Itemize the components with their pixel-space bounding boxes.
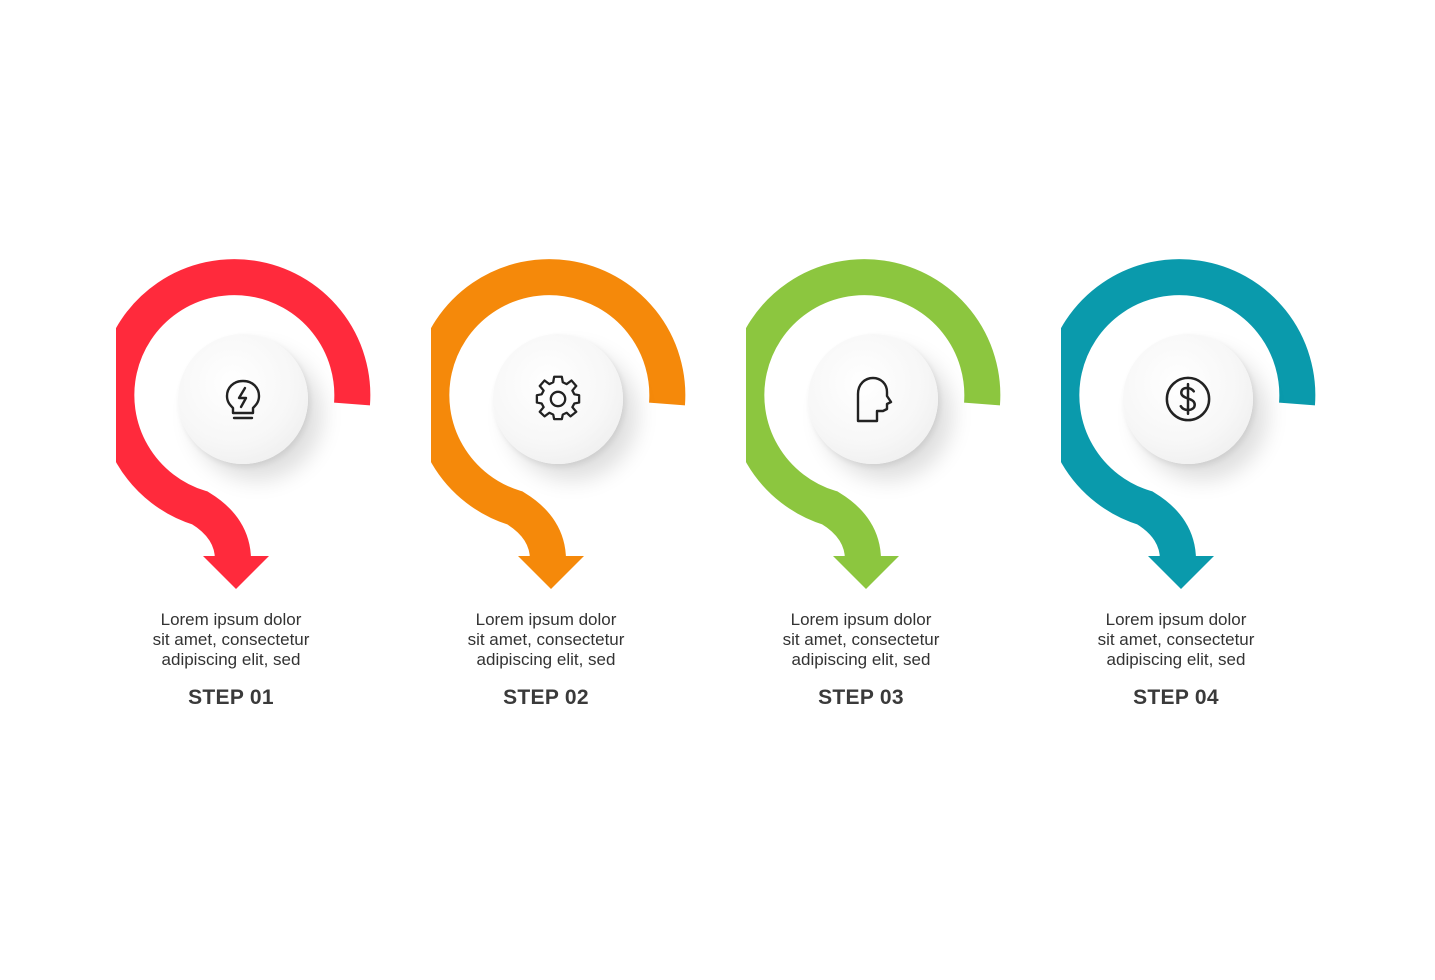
step-icon-disc	[1123, 334, 1253, 464]
curved-arrow	[431, 259, 686, 589]
step-icon-disc	[808, 334, 938, 464]
step-label: STEP 01	[188, 686, 274, 709]
step-2: Lorem ipsum dolor sit amet, consectetur …	[431, 250, 731, 730]
curved-arrow	[746, 259, 1001, 589]
dollar-icon	[1164, 375, 1212, 423]
step-label: STEP 03	[818, 686, 904, 709]
curved-arrow	[1061, 259, 1316, 589]
step-icon-disc	[493, 334, 623, 464]
step-label: STEP 02	[503, 686, 589, 709]
head-profile-icon	[849, 375, 897, 423]
step-3: Lorem ipsum dolor sit amet, consectetur …	[746, 250, 1046, 730]
gear-icon	[534, 375, 582, 423]
step-icon-disc	[178, 334, 308, 464]
step-description: Lorem ipsum dolor sit amet, consectetur …	[467, 610, 625, 669]
curved-arrow	[116, 259, 371, 589]
step-description: Lorem ipsum dolor sit amet, consectetur …	[152, 610, 310, 669]
lightbulb-icon	[219, 375, 267, 423]
step-4: Lorem ipsum dolor sit amet, consectetur …	[1061, 250, 1361, 730]
step-description: Lorem ipsum dolor sit amet, consectetur …	[782, 610, 940, 669]
step-1: Lorem ipsum dolor sit amet, consectetur …	[116, 250, 416, 730]
step-description: Lorem ipsum dolor sit amet, consectetur …	[1097, 610, 1255, 669]
step-label: STEP 04	[1133, 686, 1219, 709]
